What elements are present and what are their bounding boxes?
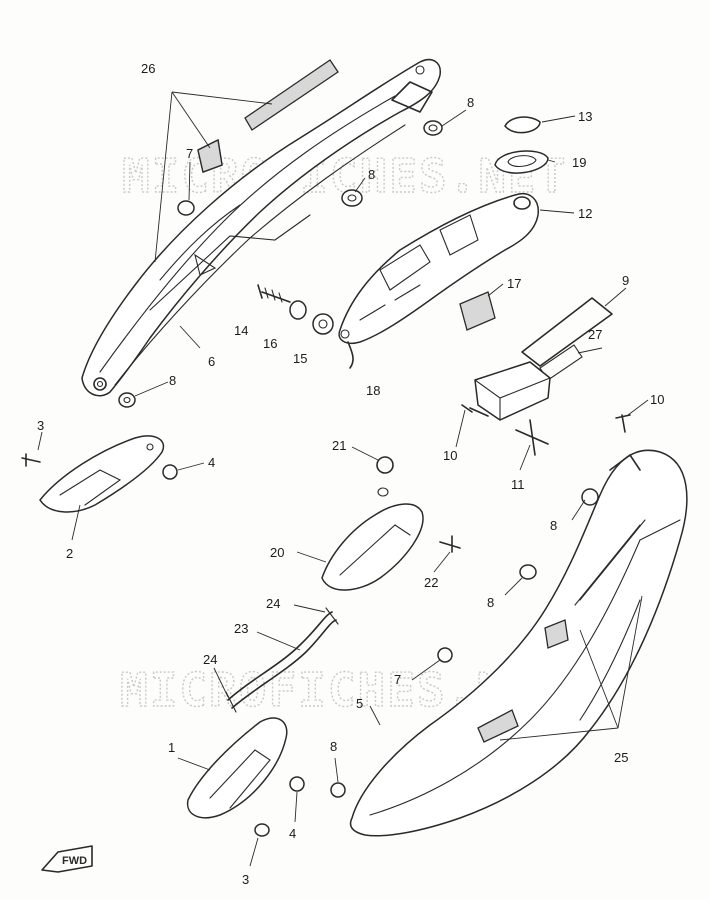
callout-24-upper: 24 [266,596,280,611]
part-24-clamp-upper [325,607,339,625]
fwd-label: FWD [62,855,87,867]
part-11-clip [515,419,549,456]
grommet-left [177,200,195,216]
callout-11: 11 [511,477,525,492]
callout-3-bottom: 3 [242,872,249,887]
callout-25: 25 [614,750,628,765]
part-1-bracket [186,717,288,819]
callout-24-lower: 24 [203,652,217,667]
part-15-damper [312,313,334,335]
callout-8-b: 8 [368,167,375,182]
callout-15: 15 [293,351,307,366]
callout-8-c: 8 [169,373,176,388]
grommet-top-b [341,189,363,207]
callout-17: 17 [507,276,521,291]
callout-10-left: 10 [443,448,457,463]
callout-9: 9 [622,273,629,288]
part-12-bracket [338,193,539,344]
part-14-bolt [257,284,291,303]
callout-26: 26 [141,61,155,76]
callout-labels: 26 7 8 8 6 8 14 16 15 13 19 12 17 18 9 2… [37,61,664,887]
leader-lines [37,91,649,867]
part-13-cap [504,116,541,134]
callout-14: 14 [234,323,248,338]
callout-23: 23 [234,621,248,636]
part-22-screw [439,535,461,553]
bracket-box [474,361,551,421]
callout-8-a: 8 [467,95,474,110]
callout-27: 27 [588,327,602,342]
part-7-plate-top-fill [197,139,223,173]
part-26-label [244,59,339,131]
callout-2: 2 [66,546,73,561]
part-10-screw-right [615,414,631,433]
part-18-hose [347,341,354,369]
part-2-bracket [39,435,165,513]
callout-6: 6 [208,354,215,369]
part-23-tube-outline [231,619,337,709]
callout-5: 5 [356,696,363,711]
grommet-right-top [581,488,599,506]
callout-4-top: 4 [208,455,215,470]
callout-1: 1 [168,740,175,755]
part-17-pad [459,291,496,331]
part-23-tube [227,611,333,701]
part-21-grommet [376,456,394,474]
callout-19: 19 [572,155,586,170]
callout-12: 12 [578,206,592,221]
grommet-bottom [330,782,346,798]
callout-18: 18 [366,383,380,398]
callout-20: 20 [270,545,284,560]
part-7-grommet-right [437,647,453,663]
callout-4-bottom: 4 [289,826,296,841]
callout-7-right: 7 [394,672,401,687]
callout-8-right-top: 8 [550,518,557,533]
callout-16: 16 [263,336,277,351]
callout-3-top: 3 [37,418,44,433]
part-3-screw-bottom [254,823,270,837]
part-20-bracket [321,456,424,591]
callout-8-bottom: 8 [330,739,337,754]
callout-7-top: 7 [186,146,193,161]
callout-22: 22 [424,575,438,590]
part-4-nut-bottom [289,776,305,792]
grommet-lower [118,392,136,408]
part-10-screw-left [461,404,489,417]
part-19-grommet [494,150,549,174]
part-3-screw-top [21,453,41,467]
fwd-direction-marker: FWD [41,845,93,873]
callout-21: 21 [332,438,346,453]
part-9-label [521,297,613,367]
grommet-right-mid [519,564,537,580]
callout-10-right: 10 [650,392,664,407]
part-4-nut-top [162,464,178,480]
part-6-frame-cover [81,58,441,397]
part-5-side-cover [349,449,688,837]
callout-8-right-mid: 8 [487,595,494,610]
part-16-collar [289,300,307,320]
grommet-top-a [423,120,443,136]
callout-13: 13 [578,109,592,124]
